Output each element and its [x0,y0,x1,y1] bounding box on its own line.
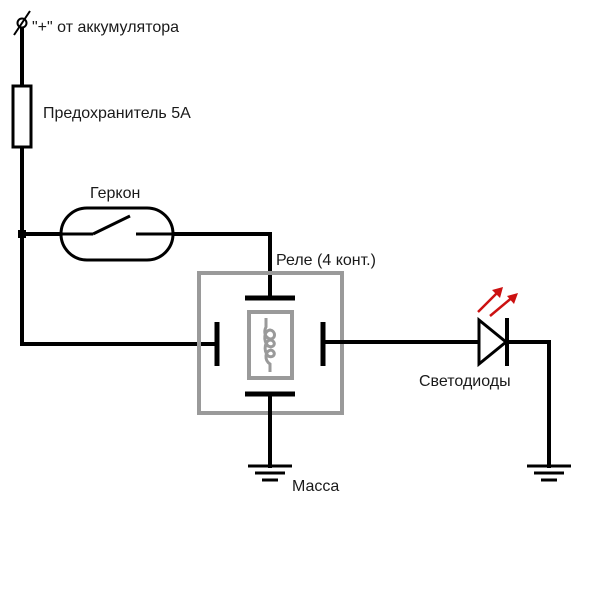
relay-label: Реле (4 конт.) [276,252,376,269]
led-label: Светодиоды [419,373,511,390]
fuse-label: Предохранитель 5А [43,105,191,122]
led-light-arrows-icon [477,287,518,317]
ground-label: Масса [292,478,339,495]
battery-label: "+" от аккумулятора [32,19,179,36]
ground-icon [527,464,571,482]
fuse-icon [11,84,33,149]
led-icon [477,316,509,368]
ground-icon [248,464,292,482]
coil-icon [247,310,294,380]
battery-terminal-icon [13,10,31,36]
reed-switch-label: Геркон [90,185,140,202]
reed-switch-icon [59,206,175,262]
